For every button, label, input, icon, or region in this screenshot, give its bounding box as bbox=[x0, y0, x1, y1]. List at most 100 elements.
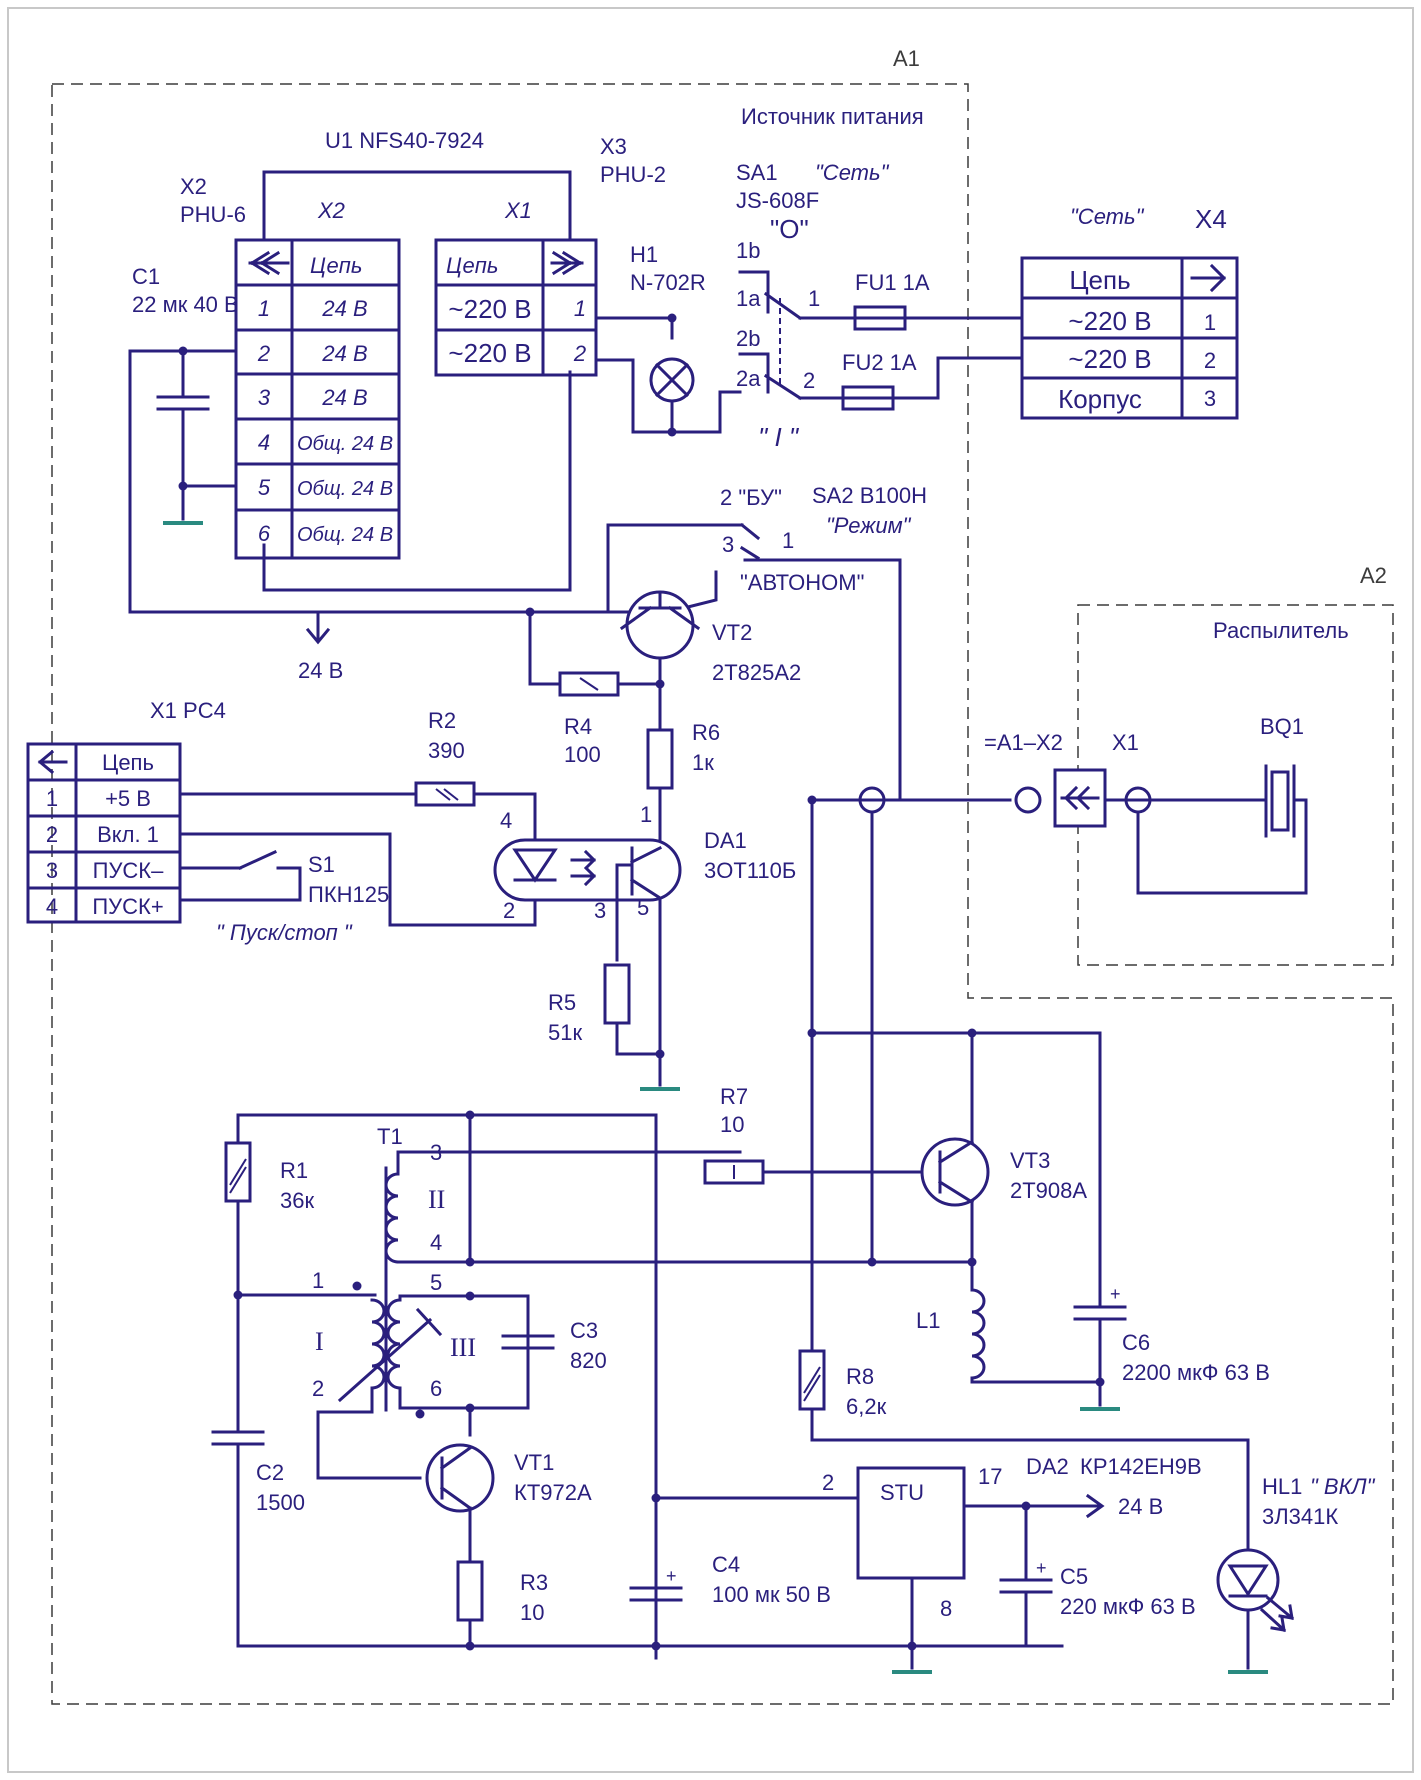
sa1-ref: SA1 bbox=[736, 160, 778, 185]
wire-vkl1 bbox=[178, 832, 537, 927]
vt2-type: 2Т825А2 bbox=[712, 660, 801, 685]
x1-pc4-pin-3: 3 bbox=[46, 858, 58, 883]
x4-table: Цепь ~220 В 1 ~220 В 2 Корпус 3 bbox=[1020, 256, 1239, 420]
c2-value: 1500 bbox=[256, 1490, 305, 1515]
t1-winding-iii: III bbox=[450, 1333, 476, 1362]
wire-sa2-pin2 bbox=[606, 523, 744, 614]
x3-ref: X3 bbox=[600, 134, 627, 159]
junction bbox=[667, 313, 677, 323]
r5-resistor bbox=[603, 963, 631, 1025]
vt2-ref: VT2 bbox=[712, 620, 752, 645]
vt3-collector bbox=[937, 1139, 975, 1165]
h1-type: N-702R bbox=[630, 270, 706, 295]
x4-net-2: ~220 В bbox=[1068, 344, 1151, 374]
u1-x2-header: X2 bbox=[317, 198, 345, 223]
t1-ref: T1 bbox=[377, 1124, 403, 1149]
da2-type: КР142ЕН9В bbox=[1080, 1454, 1202, 1479]
wire-r4-left bbox=[528, 610, 562, 686]
sa2-lever bbox=[739, 545, 761, 561]
vt2-emitter-left bbox=[619, 605, 653, 631]
double-chevron-right-icon bbox=[550, 250, 584, 276]
vt3-ref: VT3 bbox=[1010, 1148, 1050, 1173]
da1-optocoupler bbox=[493, 838, 682, 902]
r1-mark-2 bbox=[229, 1166, 247, 1194]
u1-link-bottom bbox=[262, 370, 572, 592]
sa1-on-mark: " I " bbox=[758, 422, 800, 452]
sa2-name: "Режим" bbox=[826, 513, 912, 538]
c6-value: 2200 мкФ 63 В bbox=[1122, 1360, 1270, 1385]
wire-t1-pin3 bbox=[396, 1150, 472, 1176]
da1-pin-5: 5 bbox=[637, 895, 649, 920]
junction bbox=[465, 1403, 475, 1413]
r1-ref: R1 bbox=[280, 1158, 308, 1183]
u1-x2-pin-5: 5 bbox=[258, 475, 271, 500]
junction bbox=[807, 1028, 817, 1038]
bq1-crystal-icon bbox=[1270, 770, 1290, 832]
x4-pin-1: 1 bbox=[1204, 310, 1216, 335]
wire-pusk-plus bbox=[178, 866, 302, 902]
sa2-auto-label: "АВТОНОМ" bbox=[740, 570, 864, 595]
wire-fu2-x4 bbox=[891, 356, 1024, 400]
wire-gen-top bbox=[236, 1113, 658, 1660]
da2-ref: DA2 bbox=[1026, 1454, 1069, 1479]
u1-title: U1 NFS40-7924 bbox=[325, 128, 484, 153]
image-border bbox=[7, 7, 1414, 1773]
u1-x2-pin-3: 3 bbox=[258, 385, 271, 410]
da1-type: 3ОТ110Б bbox=[704, 858, 796, 883]
arrow-down-icon bbox=[305, 627, 331, 645]
light-arrows-icon bbox=[1259, 1595, 1295, 1633]
wire-sa2-pin1 bbox=[743, 558, 902, 802]
da1-pin-2: 2 bbox=[503, 898, 515, 923]
u1-x2-pin-6: 6 bbox=[258, 521, 271, 546]
wire-24v-bus bbox=[128, 349, 662, 614]
sa1-switch bbox=[738, 270, 803, 401]
t1-winding-i: I bbox=[315, 1327, 324, 1356]
da1-pin-4: 4 bbox=[500, 808, 512, 833]
r6-resistor bbox=[646, 728, 674, 790]
u1-x1-pin-2: 2 bbox=[573, 341, 586, 366]
vt3-emitter bbox=[937, 1179, 975, 1205]
x4-net-3: Корпус bbox=[1058, 384, 1142, 414]
c1-value: 22 мк 40 В bbox=[132, 292, 239, 317]
sprayer-label: Распылитель bbox=[1213, 618, 1349, 643]
junction bbox=[465, 1291, 475, 1301]
u1-x2-pin-1: 1 bbox=[258, 296, 270, 321]
arrow-right-icon bbox=[1190, 263, 1227, 293]
da2-pin-in: 2 bbox=[822, 1470, 834, 1495]
u1-x2-net-4: Общ. 24 В bbox=[297, 433, 393, 455]
x4-header: Цепь bbox=[1069, 265, 1130, 295]
da2-body: STU bbox=[880, 1480, 924, 1505]
junction bbox=[465, 1257, 475, 1267]
t1-adjust-tip bbox=[415, 1307, 443, 1337]
r7-value: 10 bbox=[720, 1112, 744, 1137]
block-a1-frame bbox=[51, 83, 1394, 1705]
u1-x2-net-1: 24 В bbox=[321, 296, 367, 321]
x1-pc4-net-4: ПУСК+ bbox=[92, 894, 163, 919]
u1-x2-net-5: Общ. 24 В bbox=[297, 478, 393, 500]
x1-spray-ref: X1 bbox=[1112, 730, 1139, 755]
t1-pin-4: 4 bbox=[430, 1230, 442, 1255]
r3-resistor bbox=[456, 1560, 484, 1622]
r2-mark-1 bbox=[435, 788, 451, 801]
sa1-pin-2b: 2b bbox=[736, 326, 760, 351]
x1-pc4-ref: X1 PC4 bbox=[150, 698, 226, 723]
junction bbox=[907, 1641, 917, 1651]
x4-pin-3: 3 bbox=[1204, 386, 1216, 411]
c5-plus: + bbox=[1036, 1558, 1047, 1578]
sa1-pin-2a: 2a bbox=[736, 366, 761, 391]
vt1-type: КТ972А bbox=[514, 1480, 592, 1505]
sa2-ref: SA2 B100H bbox=[812, 483, 927, 508]
u1-x2-table-header: Цепь bbox=[310, 253, 362, 278]
u1-x1-table: Цепь ~220 В 1 ~220 В 2 bbox=[434, 238, 598, 377]
x4-pin-2: 2 bbox=[1204, 348, 1216, 373]
x1-pc4-net-1: +5 В bbox=[105, 786, 151, 811]
junction bbox=[1095, 1377, 1105, 1387]
sa1-pin-1a: 1a bbox=[736, 286, 761, 311]
t1-pin-6: 6 bbox=[430, 1376, 442, 1401]
u1-x2-net-6: Общ. 24 В bbox=[297, 524, 393, 546]
x4-name: "Сеть" bbox=[1070, 204, 1145, 229]
hl1-diode bbox=[1227, 1564, 1269, 1597]
hl1-ref: HL1 bbox=[1262, 1474, 1302, 1499]
t1-winding-iii-coil bbox=[386, 1298, 402, 1390]
wire-r2-da1 bbox=[472, 792, 537, 852]
